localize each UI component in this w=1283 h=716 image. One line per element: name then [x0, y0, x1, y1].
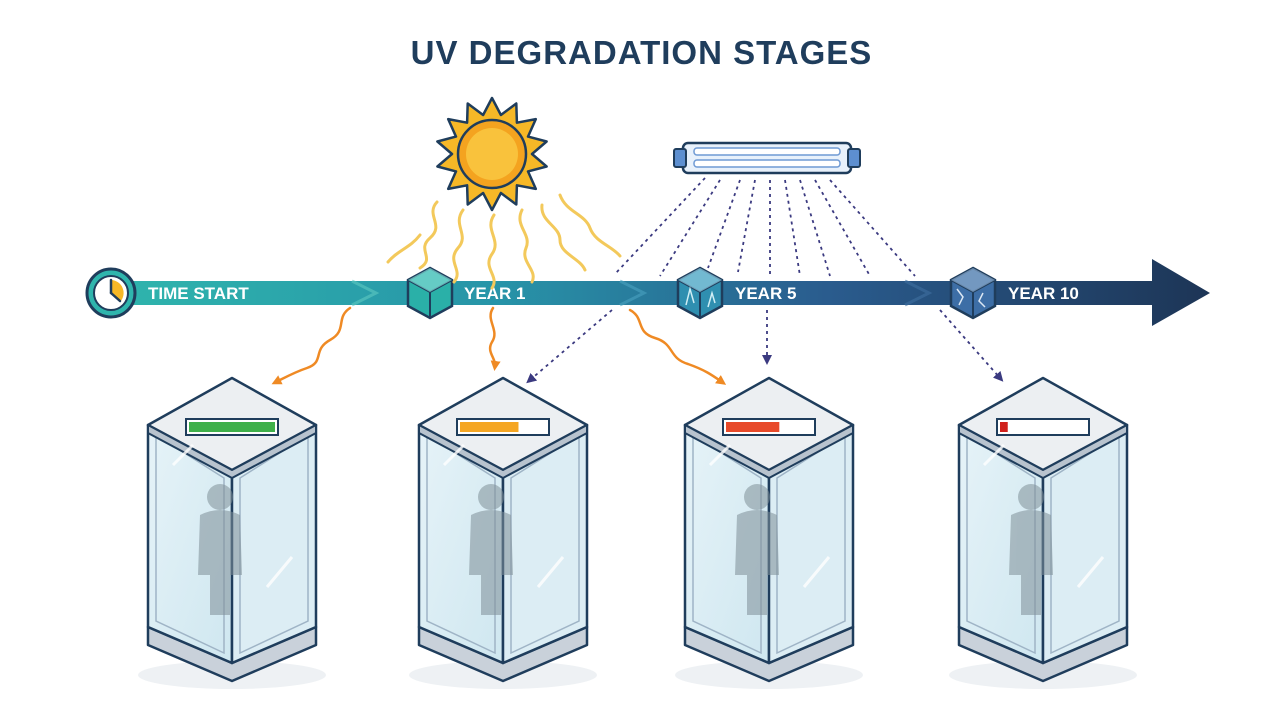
sun-icon: [436, 96, 548, 212]
figure-silhouette: [469, 484, 513, 615]
timeline-label-year-5: YEAR 5: [735, 284, 796, 303]
diagram-title: UV DEGRADATION STAGES: [410, 34, 873, 71]
condition-bar-track: [996, 418, 1090, 436]
timeline-label-time-start: TIME START: [148, 284, 249, 303]
figure-silhouette: [198, 484, 242, 615]
display-case: [675, 376, 863, 689]
display-case: [409, 376, 597, 689]
condition-bar-fill: [726, 422, 780, 432]
display-cases: [138, 376, 1137, 689]
timeline-label-year-10: YEAR 10: [1008, 284, 1079, 303]
uv-lamp-icon: [673, 141, 861, 175]
timeline-arrow: [112, 259, 1210, 326]
condition-bar-fill: [189, 422, 275, 432]
cracked-cube-icon: [949, 266, 997, 320]
condition-bar-fill: [1000, 422, 1008, 432]
condition-bar-fill: [460, 422, 519, 432]
sun-arrows: [271, 306, 727, 385]
clear-cube-icon: [406, 266, 454, 320]
figure-silhouette: [735, 484, 779, 615]
uv-rays: [526, 177, 1004, 384]
fogged-cube-icon: [676, 266, 724, 320]
sun-rays: [386, 193, 622, 290]
clock-icon: [85, 267, 137, 319]
display-case: [138, 376, 326, 689]
display-case: [949, 376, 1137, 689]
figure-silhouette: [1009, 484, 1053, 615]
timeline-label-year-1: YEAR 1: [464, 284, 525, 303]
